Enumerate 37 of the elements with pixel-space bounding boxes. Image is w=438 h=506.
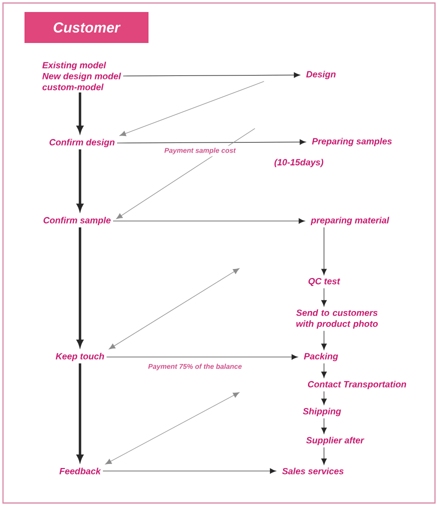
step-text: Shipping — [302, 408, 342, 416]
arrow — [321, 363, 327, 378]
arrow — [108, 268, 240, 350]
arrow — [76, 92, 84, 133]
step-text: Confirm sample — [44, 216, 111, 226]
step-text: Sales services — [282, 468, 344, 474]
arrow — [321, 391, 327, 405]
arrow — [106, 354, 298, 360]
arrow — [76, 363, 84, 462]
arrow — [321, 330, 327, 350]
arrow — [321, 447, 327, 465]
step-text: Design — [306, 70, 336, 80]
arrow — [122, 72, 300, 78]
step-text: Contact Transportation — [308, 380, 406, 390]
step-text: preparing material — [310, 216, 390, 226]
arrow — [102, 468, 276, 474]
arrow — [321, 418, 327, 434]
arrow — [321, 288, 327, 306]
step-text: Confirm design — [50, 138, 114, 148]
step-text: Send to customers with product photo — [296, 309, 378, 329]
arrow — [112, 218, 305, 224]
step-text: Preparing samples — [312, 138, 392, 146]
arrow — [76, 227, 84, 347]
step-text: QC test — [308, 278, 340, 286]
step-text: Existing model New design model custom-model — [42, 62, 122, 90]
step-text: Feedback — [59, 468, 102, 474]
step-text: Packing — [304, 352, 338, 362]
step-text: Keep touch — [56, 352, 104, 362]
step-text: Supplier after — [306, 436, 364, 446]
arrow — [116, 128, 256, 220]
arrow — [321, 227, 327, 276]
arrow — [76, 149, 84, 211]
duration-text: (10-15days) — [274, 158, 324, 168]
arrow — [116, 139, 306, 145]
arrow — [105, 392, 240, 464]
arrow — [120, 81, 264, 136]
title-banner: Customer — [24, 12, 148, 43]
